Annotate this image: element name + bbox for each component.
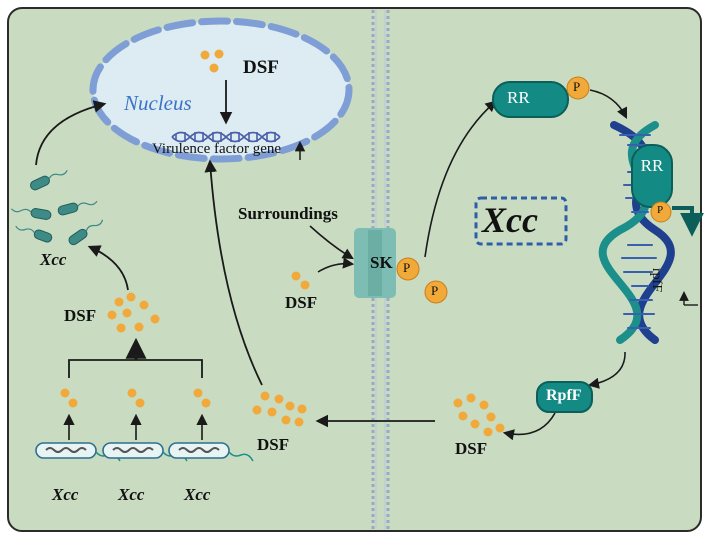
xcc-left-label: Xcc	[40, 250, 67, 269]
xcc-center-label: Xcc	[482, 200, 538, 240]
phosphate-icon-1	[396, 257, 420, 281]
xcc-bottom-1-label: Xcc	[52, 485, 79, 504]
arrow-dsf-to-nucleus	[204, 159, 263, 386]
dsf-bottom-right-label: DSF	[455, 439, 488, 458]
dsf-receptor-label: DSF	[285, 293, 318, 312]
rpff-gene-label: rpfF	[649, 268, 664, 293]
rr-protein-top	[492, 76, 590, 118]
surroundings-label: Surroundings	[238, 204, 338, 223]
arrow-surroundings-to-sk	[309, 225, 354, 260]
rr-top-phosphate-label: P	[573, 79, 581, 94]
arrow-bacteria-to-nucleus	[35, 100, 107, 166]
phosphate-label-2: P	[431, 283, 439, 298]
phosphate-icon-2	[424, 280, 448, 304]
nucleus-label: Nucleus	[124, 91, 192, 115]
dsf-dots-receptor	[291, 271, 310, 290]
xcc-bottom-3-label: Xcc	[184, 485, 211, 504]
rr-protein-dna	[631, 144, 673, 223]
arrow-sk-to-rr	[424, 100, 497, 258]
dsf-nucleus-label: DSF	[243, 57, 279, 78]
xcc-cell-2	[102, 388, 188, 462]
rr-dna-label: RR	[640, 156, 664, 175]
dsf-dots-bottom-right	[453, 393, 505, 437]
virulence-gene-label: Virulence factor gene	[152, 141, 282, 157]
receptor-icon	[354, 228, 396, 298]
arrow-dsf-to-bacteria	[87, 245, 129, 291]
dsf-dots-mid-left	[107, 292, 160, 333]
convergence-bracket	[68, 337, 203, 378]
sk-label: SK	[370, 253, 393, 272]
arrow-rr-to-dna	[589, 89, 628, 120]
xcc-cell-3	[168, 388, 254, 462]
dna-helix-icon	[171, 131, 281, 143]
dsf-mid-left-label: DSF	[64, 306, 97, 325]
xcc-label-box	[474, 196, 568, 246]
bacteria-cluster-icon	[11, 170, 104, 246]
rr-dna-phosphate-label: P	[657, 204, 664, 216]
nucleus-icon	[89, 17, 353, 163]
rpff-protein	[536, 381, 593, 413]
arrow-dna-to-rpff	[587, 351, 626, 389]
arrow-dsf-to-sk	[317, 257, 355, 273]
xcc-bottom-2-label: Xcc	[118, 485, 145, 504]
dsf-bottom-center-label: DSF	[257, 435, 290, 454]
rr-top-label: RR	[507, 88, 530, 107]
dsf-dots-nucleus	[200, 49, 224, 73]
promoter-arrow	[672, 206, 704, 237]
dsf-dots-bottom-center	[252, 391, 307, 427]
arrow-rpff-to-dsf	[502, 412, 556, 441]
phosphate-label-1: P	[403, 260, 411, 275]
rpff-protein-label: RpfF	[546, 387, 582, 404]
xcc-cell-1	[35, 388, 121, 462]
